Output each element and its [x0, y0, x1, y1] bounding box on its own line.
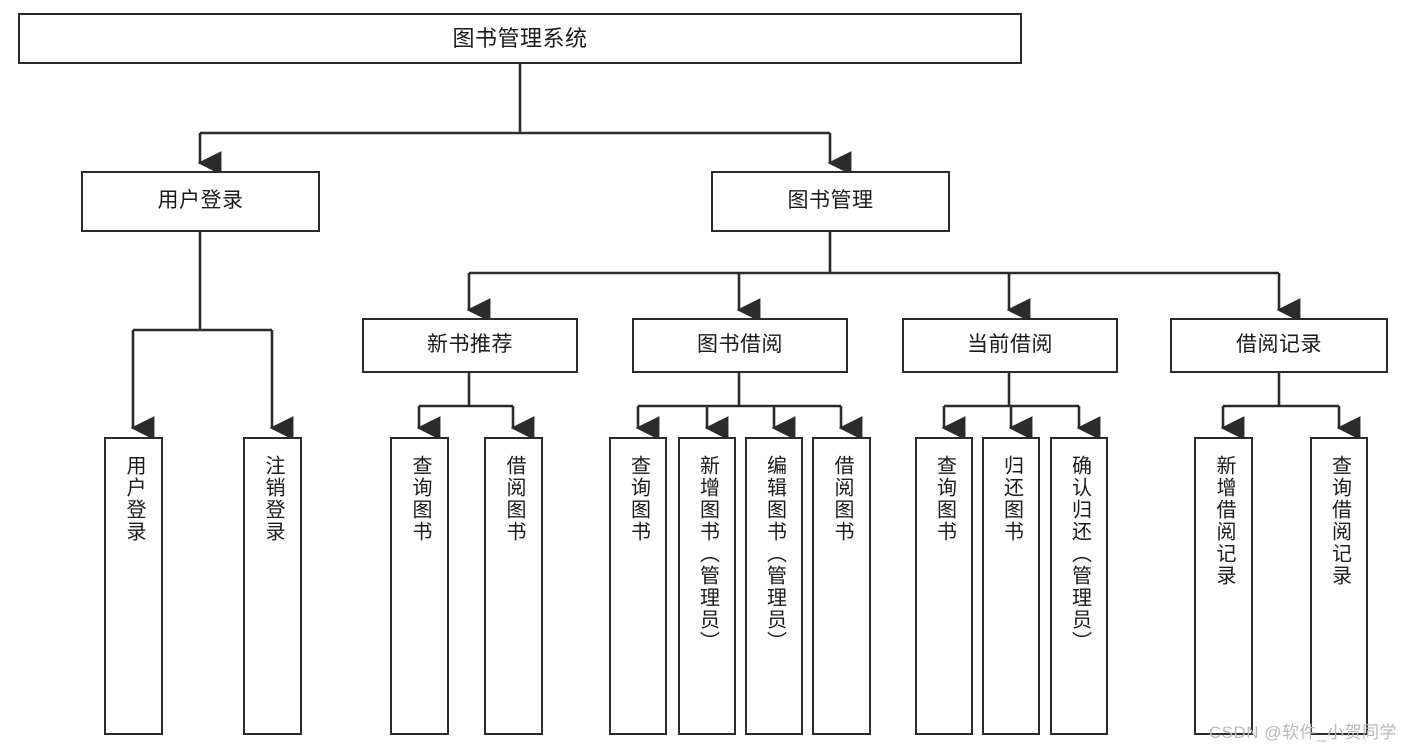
- node-label: 查询图书: [627, 455, 650, 543]
- node-leaf-query-book-cb[interactable]: 查询图书: [915, 437, 973, 735]
- node-label: 查询图书: [933, 455, 956, 543]
- node-leaf-add-record[interactable]: 新增借阅记录: [1194, 437, 1253, 735]
- node-leaf-confirm-return[interactable]: 确认归还（管理员）: [1050, 437, 1108, 735]
- node-leaf-borrow-book-rec[interactable]: 借阅图书: [484, 437, 543, 735]
- node-new-book-rec[interactable]: 新书推荐: [362, 318, 578, 373]
- node-leaf-return-book[interactable]: 归还图书: [982, 437, 1040, 735]
- node-leaf-add-book[interactable]: 新增图书（管理员）: [678, 437, 736, 735]
- node-label: 借阅图书: [831, 455, 853, 543]
- node-label: 用户登录: [157, 189, 244, 213]
- node-label: 用户登录: [123, 455, 145, 543]
- node-borrow-record[interactable]: 借阅记录: [1170, 318, 1388, 373]
- node-label: 编辑图书（管理员）: [763, 455, 786, 653]
- node-user-login[interactable]: 用户登录: [81, 171, 320, 232]
- node-leaf-edit-book[interactable]: 编辑图书（管理员）: [745, 437, 803, 735]
- node-label: 确认归还（管理员）: [1068, 455, 1091, 653]
- node-label: 查询图书: [409, 455, 431, 543]
- node-label: 新增借阅记录: [1213, 455, 1235, 587]
- node-label: 图书借阅: [697, 333, 783, 357]
- node-label: 借阅图书: [503, 455, 525, 543]
- node-label: 新书推荐: [427, 333, 513, 357]
- node-current-borrow[interactable]: 当前借阅: [902, 318, 1118, 373]
- node-label: 借阅记录: [1236, 333, 1322, 357]
- node-label: 归还图书: [1000, 455, 1023, 543]
- node-leaf-logout[interactable]: 注销登录: [243, 437, 302, 735]
- node-root[interactable]: 图书管理系统: [18, 13, 1022, 64]
- node-book-manage[interactable]: 图书管理: [711, 171, 950, 232]
- node-label: 当前借阅: [967, 333, 1053, 357]
- node-label: 注销登录: [262, 455, 284, 543]
- node-label: 图书管理系统: [452, 25, 588, 51]
- node-book-borrow[interactable]: 图书借阅: [632, 318, 848, 373]
- node-leaf-query-book-bb[interactable]: 查询图书: [609, 437, 667, 735]
- node-label: 查询借阅记录: [1328, 455, 1351, 587]
- node-label: 新增图书（管理员）: [696, 455, 719, 653]
- node-leaf-query-book-rec[interactable]: 查询图书: [390, 437, 449, 735]
- node-leaf-query-record[interactable]: 查询借阅记录: [1310, 437, 1368, 735]
- node-leaf-user-login[interactable]: 用户登录: [104, 437, 163, 735]
- node-leaf-borrow-book-bb[interactable]: 借阅图书: [812, 437, 871, 735]
- node-label: 图书管理: [787, 189, 874, 213]
